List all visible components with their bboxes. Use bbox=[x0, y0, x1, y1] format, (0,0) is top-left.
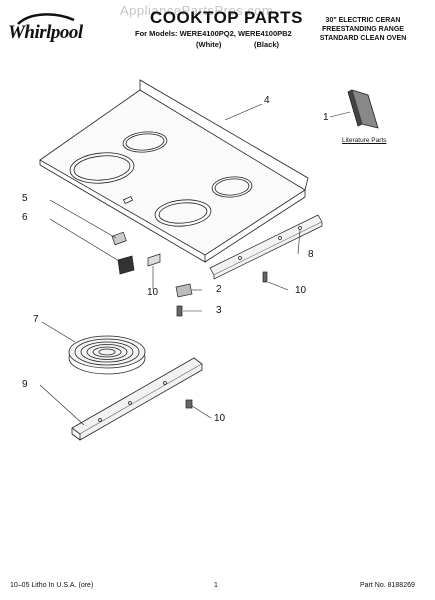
callout-label: 10 bbox=[295, 285, 307, 296]
footer-part-number: Part No. 8188269 bbox=[360, 582, 415, 589]
callout-label: 7 bbox=[33, 314, 39, 325]
description-line: STANDARD CLEAN OVEN bbox=[319, 35, 407, 42]
color-black-label: (Black) bbox=[254, 40, 280, 49]
leader-lines bbox=[39, 103, 351, 426]
literature-booklet bbox=[347, 89, 379, 129]
swirl-icon bbox=[17, 13, 75, 25]
callout-label: 10 bbox=[147, 287, 159, 298]
clip-and-screw bbox=[175, 271, 268, 409]
brand-name: Whirlpool bbox=[8, 22, 83, 43]
description-line: FREESTANDING RANGE bbox=[322, 26, 404, 33]
callout-label: 3 bbox=[216, 305, 222, 316]
terminal-block bbox=[111, 231, 161, 275]
callout-label: 2 bbox=[216, 284, 222, 295]
callout-label: 6 bbox=[22, 212, 28, 223]
callout-label: 4 bbox=[264, 95, 270, 106]
page-title: COOKTOP PARTS bbox=[150, 8, 303, 27]
footer-page-number: 1 bbox=[214, 582, 218, 589]
mounting-rail bbox=[209, 214, 323, 280]
support-bracket bbox=[71, 357, 203, 441]
cooktop-glass bbox=[39, 79, 309, 263]
model-numbers: For Models: WERE4100PQ2, WERE4100PB2 bbox=[135, 29, 292, 38]
description-line: 30" ELECTRIC CERAN bbox=[325, 17, 401, 24]
watermark: AppliancePartsPros.com bbox=[120, 3, 274, 18]
literature-parts-label: Literature Parts bbox=[342, 137, 387, 144]
callout-label: 9 bbox=[22, 379, 28, 390]
footer-litho: 10–05 Litho In U.S.A. (ore) bbox=[10, 582, 94, 589]
callout-label: 1 bbox=[323, 112, 329, 123]
heating-element bbox=[68, 335, 146, 375]
callout-label: 5 bbox=[22, 193, 28, 204]
product-description: 30" ELECTRIC CERAN FREESTANDING RANGE ST… bbox=[303, 16, 423, 43]
whirlpool-logo: Whirlpool bbox=[8, 12, 90, 46]
callout-label: 10 bbox=[214, 413, 226, 424]
callout-label: 8 bbox=[308, 249, 314, 260]
color-white-label: (White) bbox=[196, 40, 222, 49]
